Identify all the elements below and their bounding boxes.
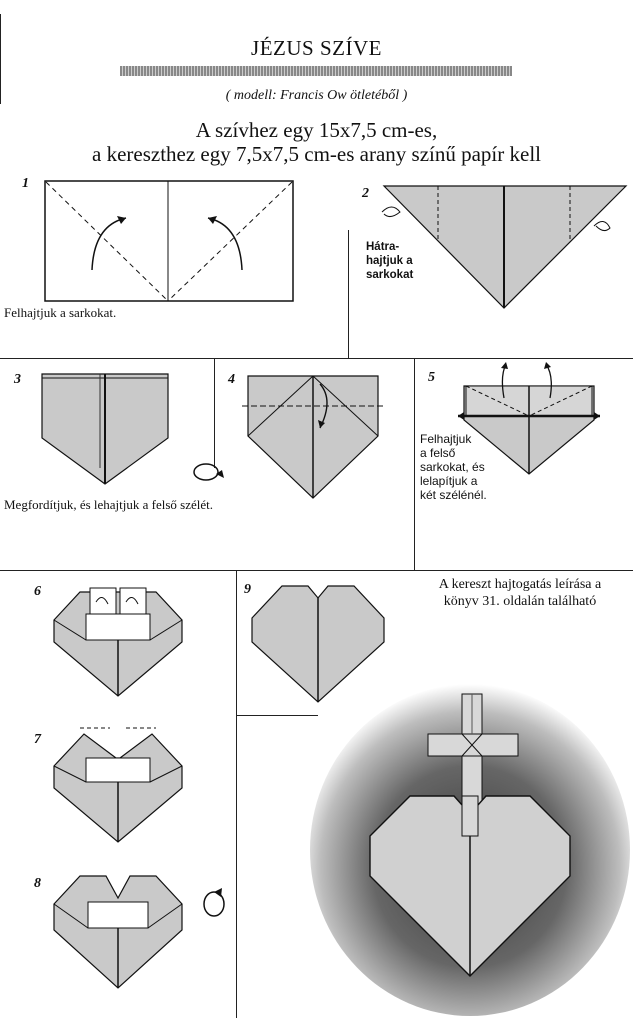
- step-5-diagram: [454, 358, 604, 478]
- step-1-diagram: [44, 180, 294, 305]
- step-2-number: 2: [362, 186, 369, 201]
- step-2-caption: Hátra- hajtjuk a sarkokat: [366, 241, 414, 281]
- step-3-diagram: [40, 368, 170, 488]
- step-6-diagram: [50, 580, 186, 700]
- step-4-diagram: [242, 370, 384, 502]
- step-5-number: 5: [428, 370, 435, 385]
- final-heart-with-cross-illustration: [306, 680, 632, 1016]
- step-4-number: 4: [228, 372, 235, 387]
- page-subtitle: ( modell: Francis Ow ötletéből ): [225, 88, 408, 103]
- divider: [214, 358, 215, 468]
- step-9-number: 9: [244, 582, 251, 597]
- turn-over-icon: [200, 886, 230, 920]
- step-9-diagram: [248, 580, 388, 708]
- divider: [236, 715, 318, 716]
- step-3-number: 3: [14, 372, 21, 387]
- intro-line-1: A szívhez egy 15x7,5 cm-es,: [195, 118, 438, 142]
- step-8-number: 8: [34, 876, 41, 891]
- turn-over-icon: [190, 458, 226, 486]
- step-8-diagram: [50, 868, 186, 994]
- divider: [414, 358, 415, 570]
- intro-line-2: a kereszthez egy 7,5x7,5 cm-es arany szí…: [92, 142, 541, 166]
- step-6-number: 6: [34, 584, 41, 599]
- title-underline-bar: [120, 66, 512, 76]
- step-7-diagram: [50, 718, 186, 848]
- divider: [0, 14, 1, 104]
- divider: [0, 570, 633, 571]
- cross-folding-note: A kereszt hajtogatás leírása a könyv 31.…: [438, 577, 602, 609]
- step-5-caption: Felhajtjuk a felső sarkokat, és lelapítj…: [420, 432, 487, 502]
- divider: [0, 358, 633, 359]
- step-1-number: 1: [22, 176, 29, 191]
- step-3-caption: Megfordítjuk, és lehajtjuk a felső szélé…: [4, 497, 214, 512]
- divider: [348, 230, 349, 358]
- step-1-caption: Felhajtjuk a sarkokat.: [4, 305, 117, 320]
- page-title: JÉZUS SZÍVE: [251, 36, 382, 60]
- step-2-diagram: [378, 182, 628, 312]
- step-7-number: 7: [34, 732, 41, 747]
- divider: [236, 570, 237, 1018]
